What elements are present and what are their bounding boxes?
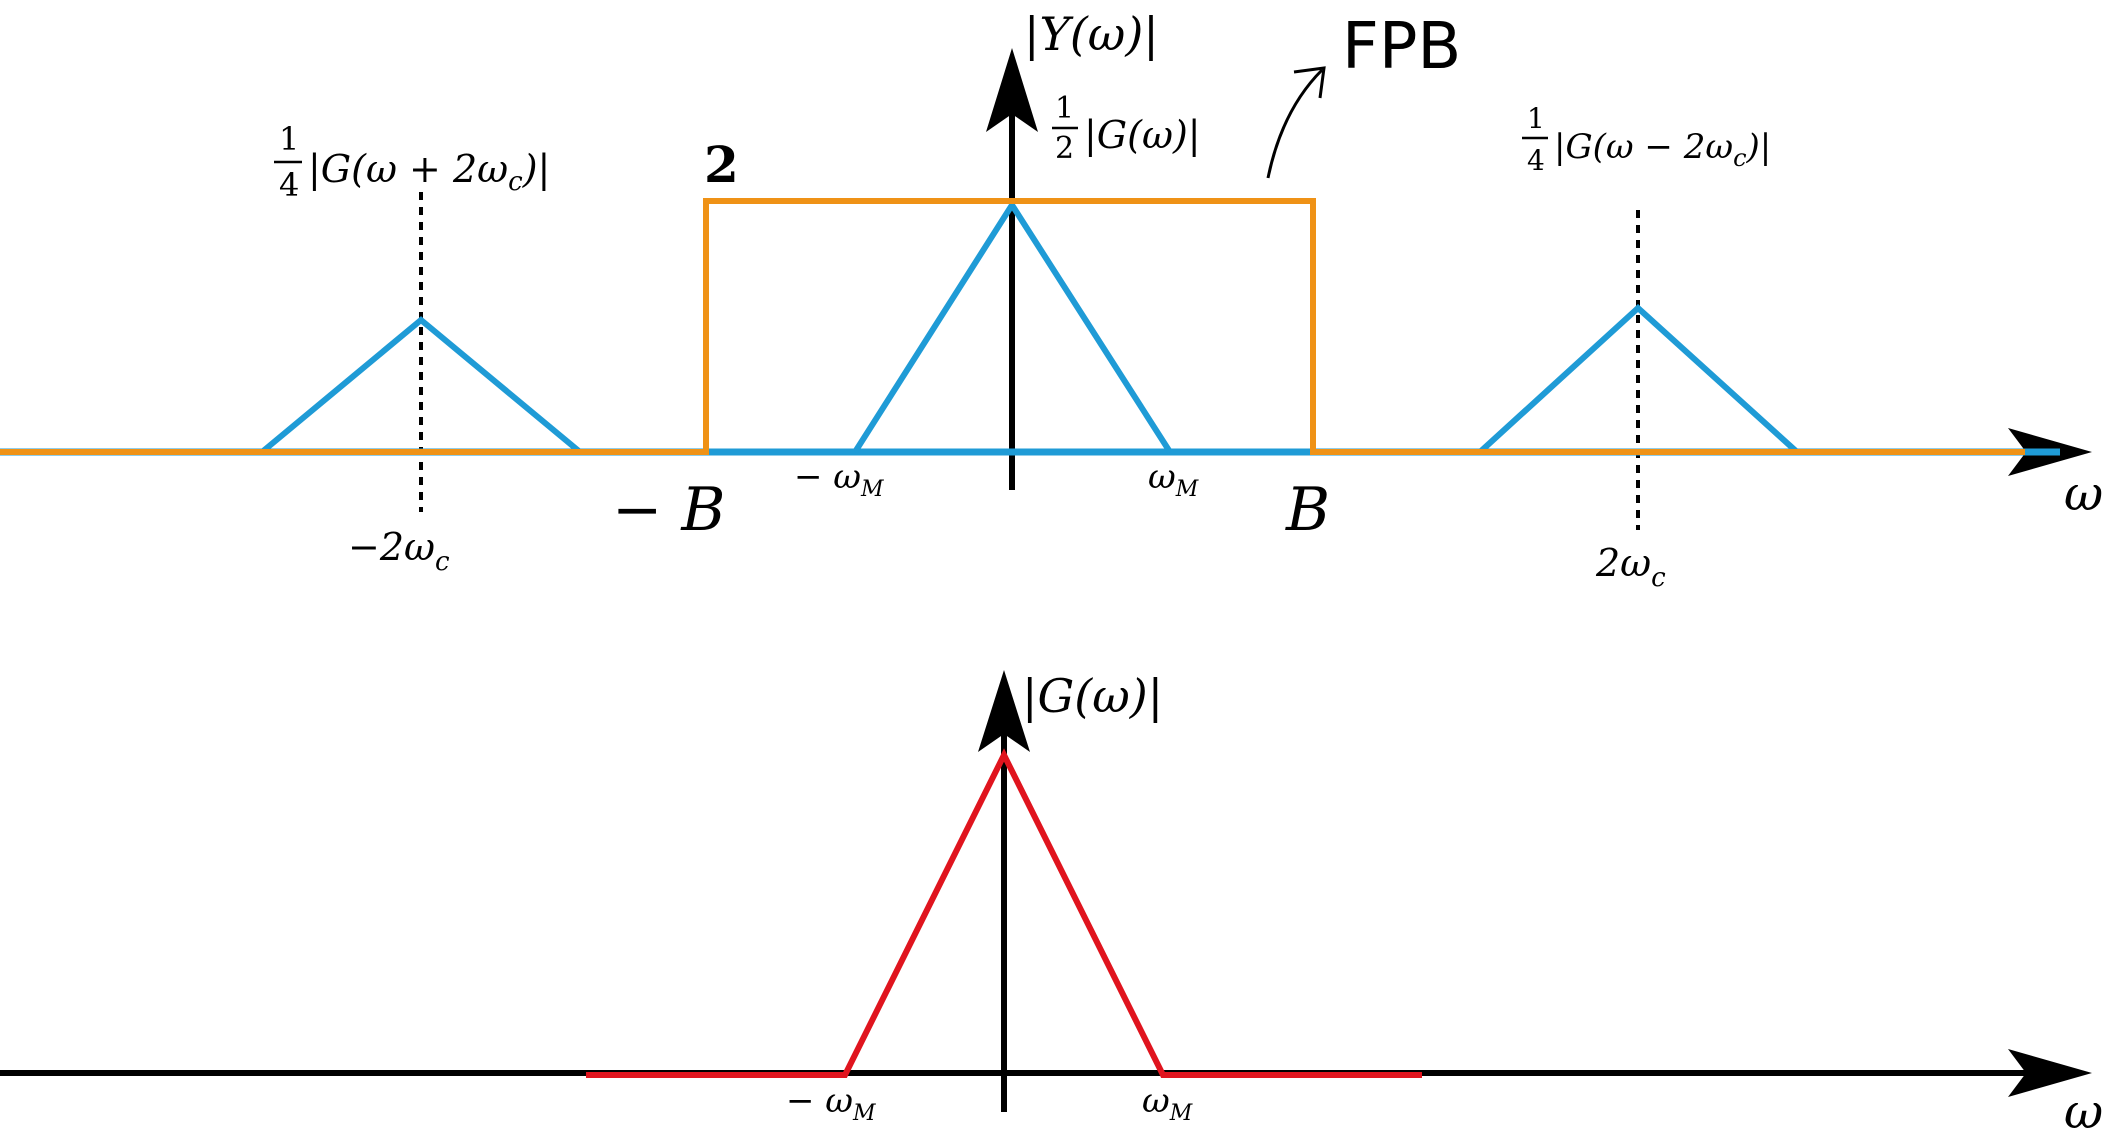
- bottom-plot: |G(ω)| ω − ωM ωM: [0, 669, 2103, 1130]
- bottom-y-axis-label: |G(ω)|: [1022, 669, 1163, 723]
- left-copy-label: 1 4 |G(ω + 2ωc)|: [274, 120, 550, 204]
- spectrum-right-copy: [1477, 303, 1800, 455]
- center-frac-num: 1: [1055, 91, 1074, 126]
- top-y-axis-arrowhead: [986, 48, 1038, 132]
- tick-minus-2wc: −2ωc: [348, 525, 450, 577]
- filter-label: FPB: [1342, 10, 1461, 84]
- left-label-text: |G(ω + 2ωc)|: [308, 147, 550, 197]
- tick-minus-wM-top: − ωM: [794, 457, 884, 502]
- right-frac-num: 1: [1527, 102, 1545, 135]
- filter-pointer-curve: [1266, 68, 1324, 179]
- tick-minus-B: − B: [612, 475, 725, 545]
- center-spectrum-label: 1 2 |G(ω)|: [1052, 91, 1201, 166]
- top-x-axis-label: ω: [2064, 466, 2103, 522]
- right-label-text: |G(ω − 2ωc)|: [1554, 127, 1771, 172]
- center-label-text: |G(ω)|: [1084, 113, 1201, 157]
- bottom-x-axis-label: ω: [2064, 1084, 2103, 1130]
- left-frac-den: 4: [279, 166, 299, 204]
- tick-2wc: 2ωc: [1595, 541, 1666, 593]
- bottom-y-axis-arrowhead: [978, 670, 1030, 752]
- tick-B: B: [1285, 475, 1330, 545]
- top-y-axis-label: |Y(ω)|: [1024, 7, 1159, 61]
- spectrum-left-copy: [260, 316, 582, 455]
- center-frac-den: 2: [1055, 131, 1074, 166]
- filter-height-label: 2: [704, 135, 739, 194]
- tick-wM-bottom: ωM: [1142, 1081, 1193, 1126]
- left-frac-num: 1: [279, 120, 299, 158]
- top-plot: |Y(ω)| FPB 2 ω 1 2 |G(ω)| 1 4 |G(ω + 2ωc…: [0, 7, 2103, 593]
- tick-wM-top: ωM: [1148, 457, 1199, 502]
- right-frac-den: 4: [1527, 144, 1545, 177]
- tick-minus-wM-bottom: − ωM: [786, 1081, 876, 1126]
- spectrum-center: [852, 199, 1173, 454]
- filter-pointer-arrowhead: [1293, 66, 1326, 99]
- lowpass-filter: [0, 198, 2025, 455]
- bottom-x-axis-arrowhead: [2008, 1049, 2092, 1097]
- right-copy-label: 1 4 |G(ω − 2ωc)|: [1522, 102, 1771, 177]
- g-spectrum: [586, 748, 1422, 1078]
